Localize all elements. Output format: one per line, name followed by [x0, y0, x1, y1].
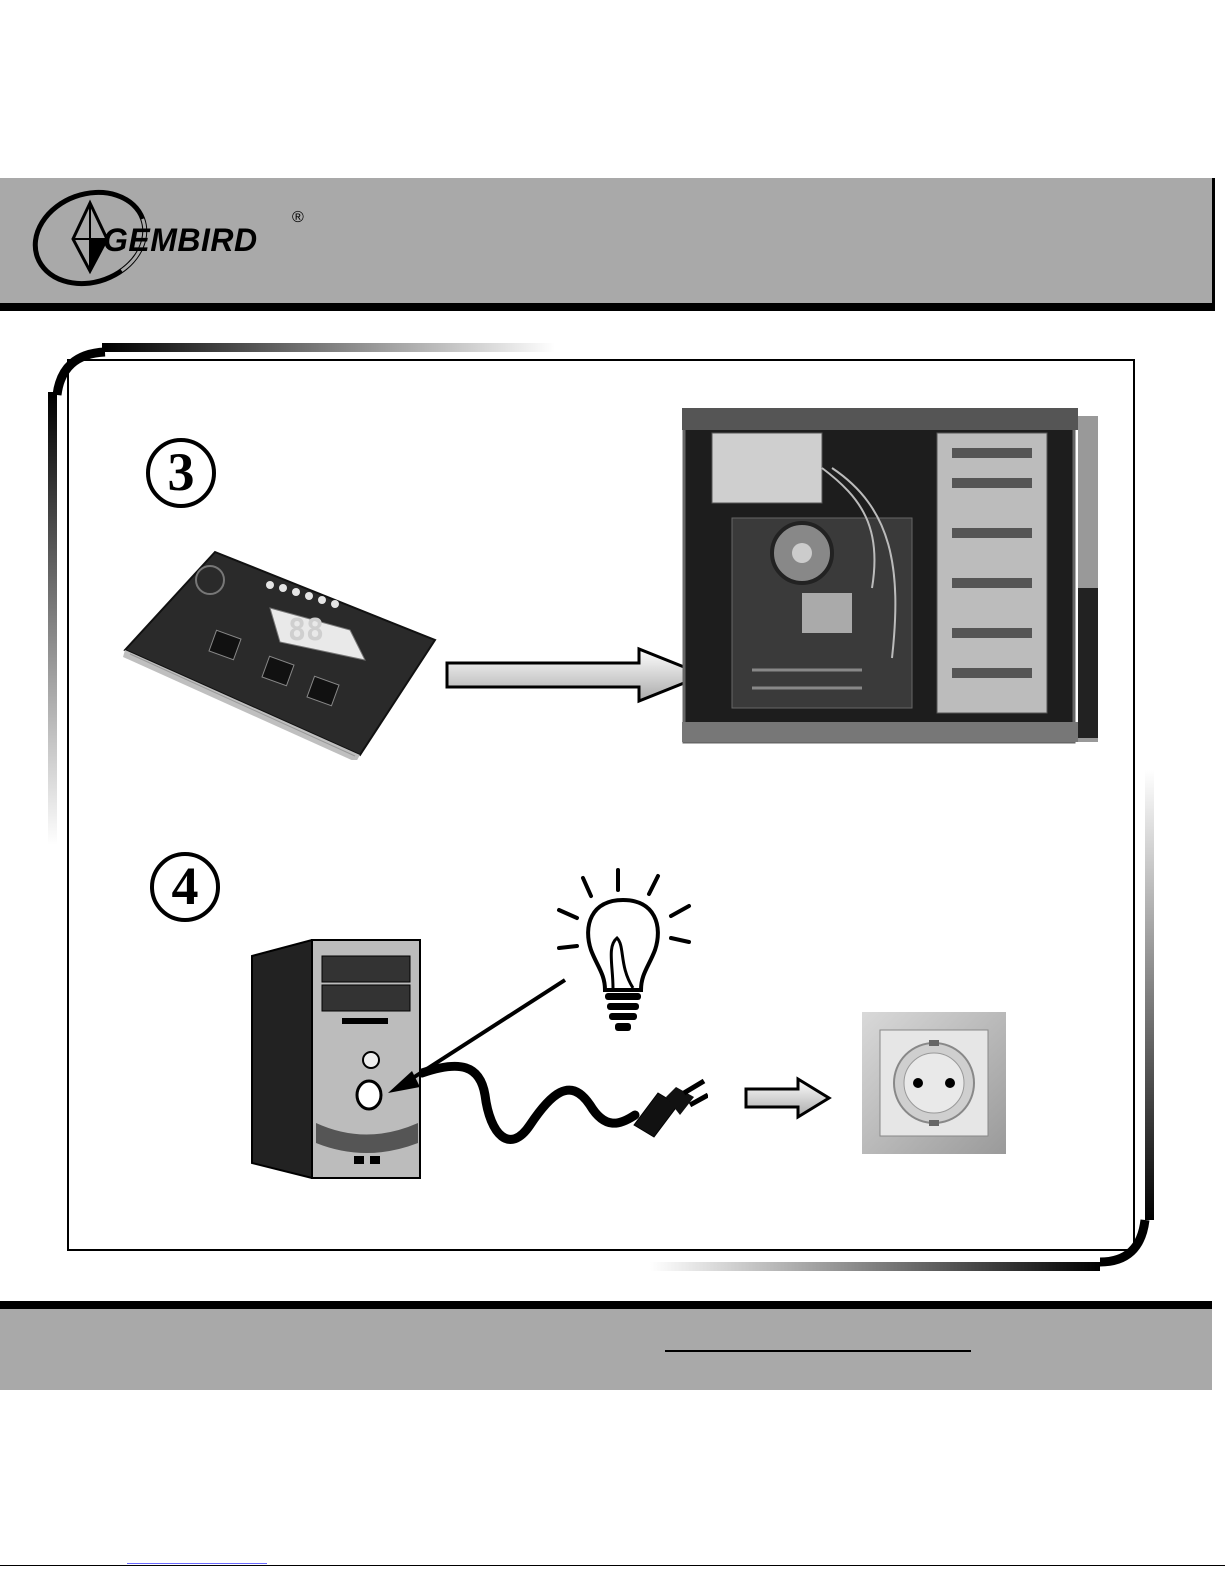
step-number-3: 3: [146, 438, 216, 508]
open-computer-case-icon: [682, 408, 1098, 744]
pci-post-card-icon: 88: [120, 550, 440, 760]
svg-text:88: 88: [288, 613, 324, 648]
brand-name: GEMBIRD: [103, 222, 258, 259]
bottom-link-underline: [127, 1563, 267, 1564]
arrow-right-icon: [444, 645, 709, 705]
footer-band: [0, 1308, 1212, 1390]
arrow-right-small-icon: [743, 1075, 833, 1121]
step-number-4: 4: [150, 852, 220, 922]
bottom-rule: [0, 1565, 1225, 1566]
wall-socket-icon: [862, 1012, 1006, 1154]
power-plug-icon: [628, 1075, 708, 1145]
footer-underline: [665, 1350, 971, 1352]
light-bulb-icon: [555, 868, 695, 1036]
registered-mark: ®: [292, 209, 304, 227]
